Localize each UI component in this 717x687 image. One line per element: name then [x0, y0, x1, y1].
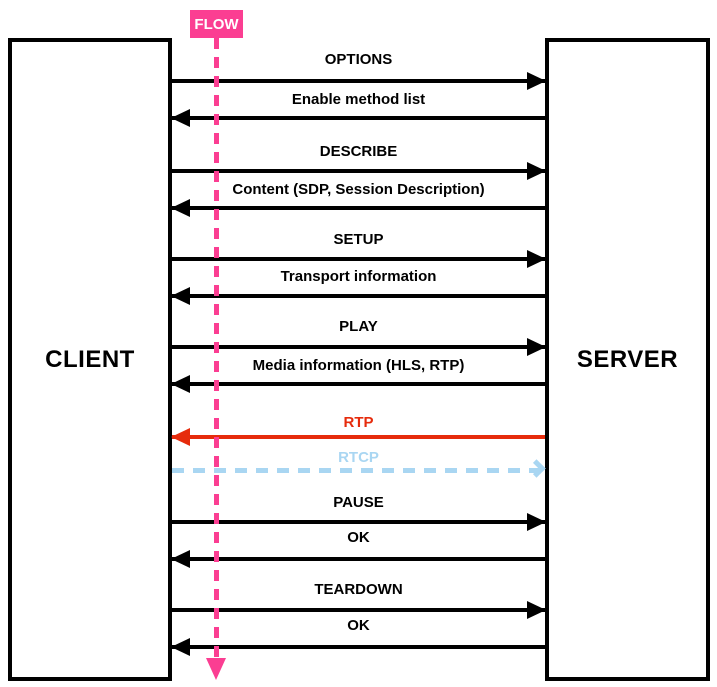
arrowhead-left-icon	[171, 109, 190, 127]
arrow-left-rtp-icon	[171, 428, 545, 446]
flow-arrowhead-icon	[206, 658, 226, 680]
arrow-right-icon	[172, 72, 546, 90]
arrow-left-icon	[171, 550, 545, 568]
flow-tag: FLOW	[190, 10, 243, 38]
arrowhead-right-icon	[527, 162, 546, 180]
arrow-right-icon	[172, 513, 546, 531]
message-label-media-information: Media information (HLS, RTP)	[252, 357, 465, 374]
message-label-content-sdp: Content (SDP, Session Description)	[232, 181, 485, 198]
server-label: SERVER	[576, 345, 679, 373]
arrow-left-icon	[171, 199, 545, 217]
message-label-ok-teardown: OK	[347, 617, 370, 634]
arrow-left-icon	[171, 287, 545, 305]
arrow-shaft	[172, 645, 545, 649]
arrow-shaft	[172, 468, 545, 473]
arrow-shaft	[172, 206, 545, 210]
message-label-play: PLAY	[339, 318, 378, 335]
arrowhead-left-icon	[171, 199, 190, 217]
message-label-ok-pause: OK	[347, 529, 370, 546]
arrowhead-left-icon	[171, 638, 190, 656]
client-box: CLIENT	[8, 38, 172, 681]
message-label-teardown: TEARDOWN	[314, 581, 403, 598]
arrowhead-left-icon	[171, 428, 190, 446]
arrow-shaft	[172, 345, 545, 349]
arrow-right-rtcp-icon	[172, 459, 546, 478]
arrowhead-right-icon	[527, 601, 546, 619]
arrow-right-icon	[172, 250, 546, 268]
flow-tag-label: FLOW	[194, 15, 239, 33]
arrowhead-right-icon	[527, 72, 546, 90]
message-label-transport-information: Transport information	[280, 268, 437, 285]
message-label-options: OPTIONS	[324, 51, 393, 68]
arrowhead-right-icon	[527, 513, 546, 531]
message-label-pause: PAUSE	[333, 494, 384, 511]
message-label-setup: SETUP	[333, 231, 384, 248]
arrow-shaft	[172, 435, 545, 439]
arrow-right-icon	[172, 162, 546, 180]
arrow-shaft	[172, 382, 545, 386]
arrow-shaft	[172, 257, 545, 261]
arrow-left-icon	[171, 638, 545, 656]
arrowhead-left-icon	[171, 375, 190, 393]
arrow-right-icon	[172, 601, 546, 619]
message-label-describe: DESCRIBE	[319, 143, 398, 160]
arrowhead-right-icon	[527, 338, 546, 356]
arrow-right-icon	[172, 338, 546, 356]
client-label: CLIENT	[45, 345, 135, 373]
message-label-enable-method-list: Enable method list	[291, 91, 426, 108]
arrowhead-left-icon	[171, 287, 190, 305]
server-box: SERVER	[545, 38, 710, 681]
arrow-shaft	[172, 169, 545, 173]
message-label-rtcp: RTCP	[338, 449, 379, 466]
arrow-shaft	[172, 294, 545, 298]
arrow-shaft	[172, 79, 545, 83]
arrow-shaft	[172, 116, 545, 120]
arrowhead-right-icon	[527, 250, 546, 268]
arrow-left-icon	[171, 375, 545, 393]
arrow-shaft	[172, 608, 545, 612]
flow-dashed-line	[214, 38, 219, 658]
arrowhead-left-icon	[171, 550, 190, 568]
message-label-rtp: RTP	[343, 414, 374, 431]
message-lane: OPTIONS Enable method list DESCRIBE Cont…	[171, 0, 546, 687]
arrow-left-icon	[171, 109, 545, 127]
arrow-shaft	[172, 520, 545, 524]
arrow-shaft	[172, 557, 545, 561]
